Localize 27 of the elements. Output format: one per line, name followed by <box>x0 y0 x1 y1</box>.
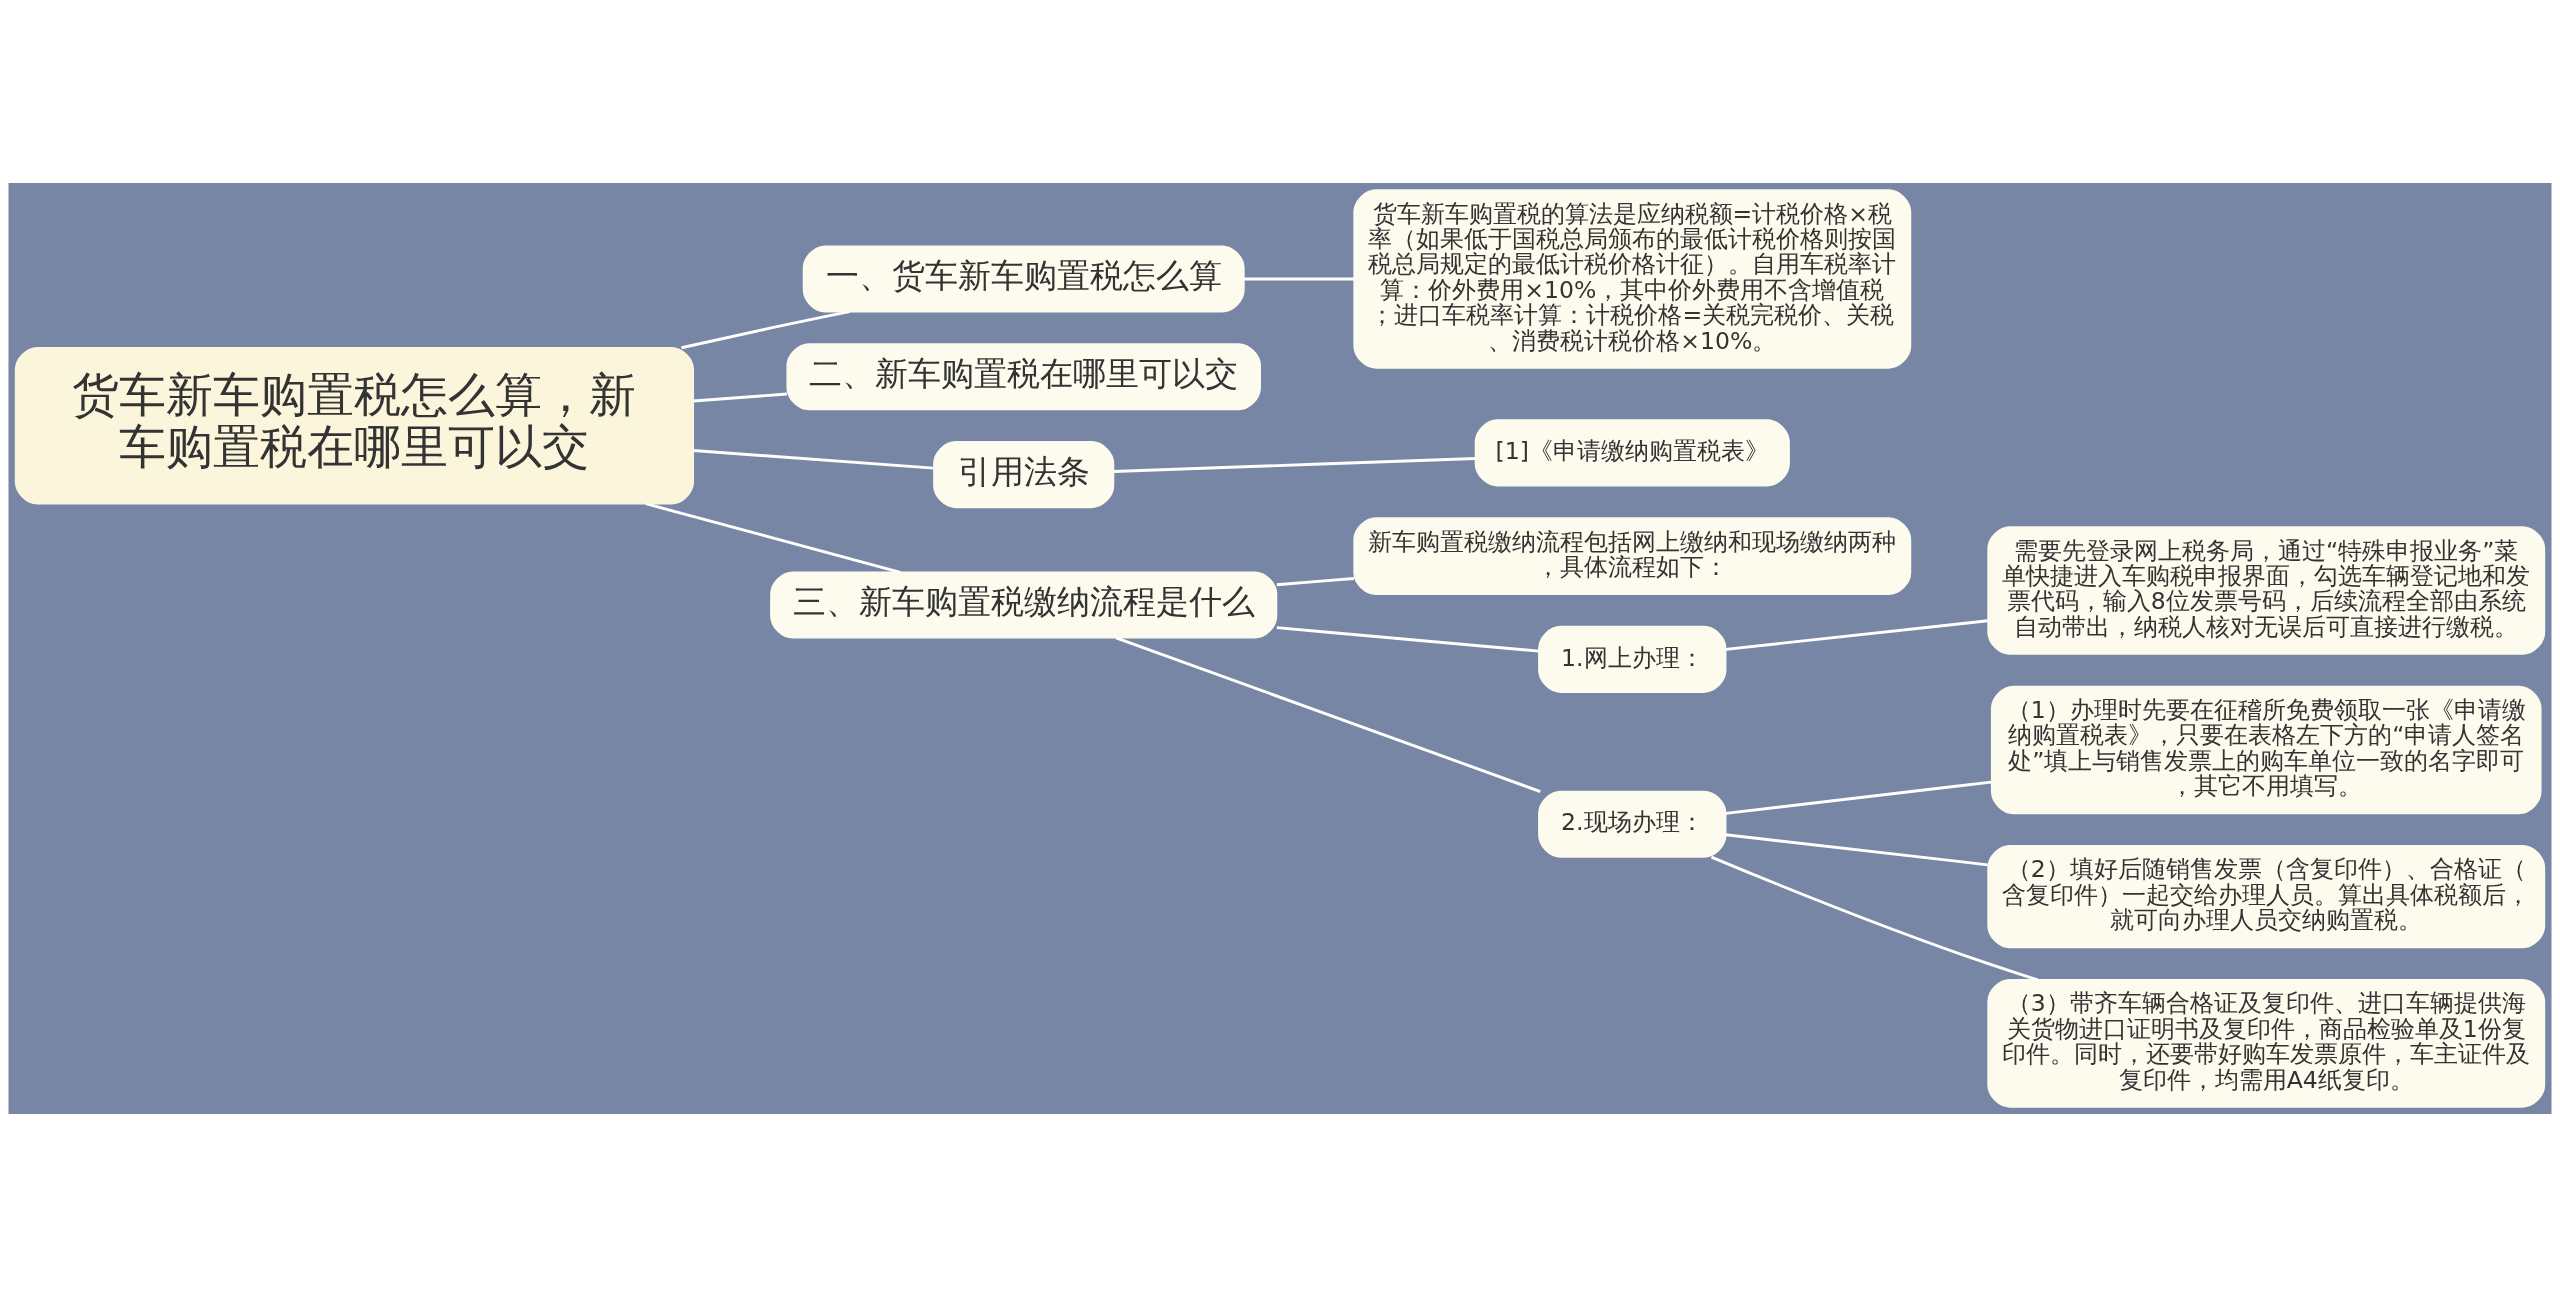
node-box: 新车购置税缴纳流程包括网上缴纳和现场缴纳两种，具体流程如下： <box>1353 517 1912 596</box>
node-box: 一、货车新车购置税怎么算 <box>802 245 1245 313</box>
connector <box>1710 855 2039 982</box>
connector <box>1725 833 1988 867</box>
node-box: [1]《申请缴纳购置税表》 <box>1474 419 1790 487</box>
connector <box>1113 457 1476 473</box>
node-box: 需要先登录网上税务局，通过“特殊申报业务”菜单快捷进入车购税申报界面，勾选车辆登记地和发票代码，输入8位发票号码，后续流程全部由系统自动带出，纳税人核对无误后可直接进行缴税。 <box>1987 526 2546 655</box>
connector <box>1276 577 1355 587</box>
connector <box>693 392 787 403</box>
node-box: 引用法条 <box>933 441 1115 509</box>
connector <box>1243 277 1354 281</box>
node-box: 三、新车购置税缴纳流程是什么 <box>770 571 1278 639</box>
node-box: 货车新车购置税怎么算，新车购置税在哪里可以交 <box>14 346 695 505</box>
connector <box>1115 636 1541 793</box>
node-box: （3）带齐车辆合格证及复印件、进口车辆提供海关货物进口证明书及复印件，商品检验单及1份复印件。同时，还要带好购车发票原件，车主证件及复印件，均需用A4纸复印。 <box>1987 979 2546 1108</box>
node-box: 2.现场办理： <box>1538 790 1727 858</box>
connector <box>693 449 934 470</box>
connector <box>681 310 850 350</box>
connector <box>645 502 901 574</box>
node-box: 1.网上办理： <box>1538 625 1727 693</box>
connector <box>1725 619 1988 651</box>
connector <box>1276 626 1539 653</box>
node-box: 二、新车购置税在哪里可以交 <box>786 343 1261 411</box>
node-box: 货车新车购置税的算法是应纳税额=计税价格×税率（如果低于国税总局颁布的最低计税价格则按国税总局规定的最低计税价格计征）。自用车税率计算：价外费用×10%，其中价外费用不含增值税；进口车税率计算：计税价格=关税完税价、关税、消费税计税价格×10%。 <box>1353 189 1912 369</box>
connector <box>1725 780 1992 815</box>
node-box: （1）办理时先要在征稽所免费领取一张《申请缴纳购置税表》，只要在表格左下方的“申请人签名处”填上与销售发票上的购车单位一致的名字即可，其它不用填写。 <box>1990 685 2542 815</box>
node-box: （2）填好后随销售发票（含复印件）、合格证（含复印件）一起交给办理人员。算出具体税额后，就可向办理人员交纳购置税。 <box>1987 845 2546 949</box>
